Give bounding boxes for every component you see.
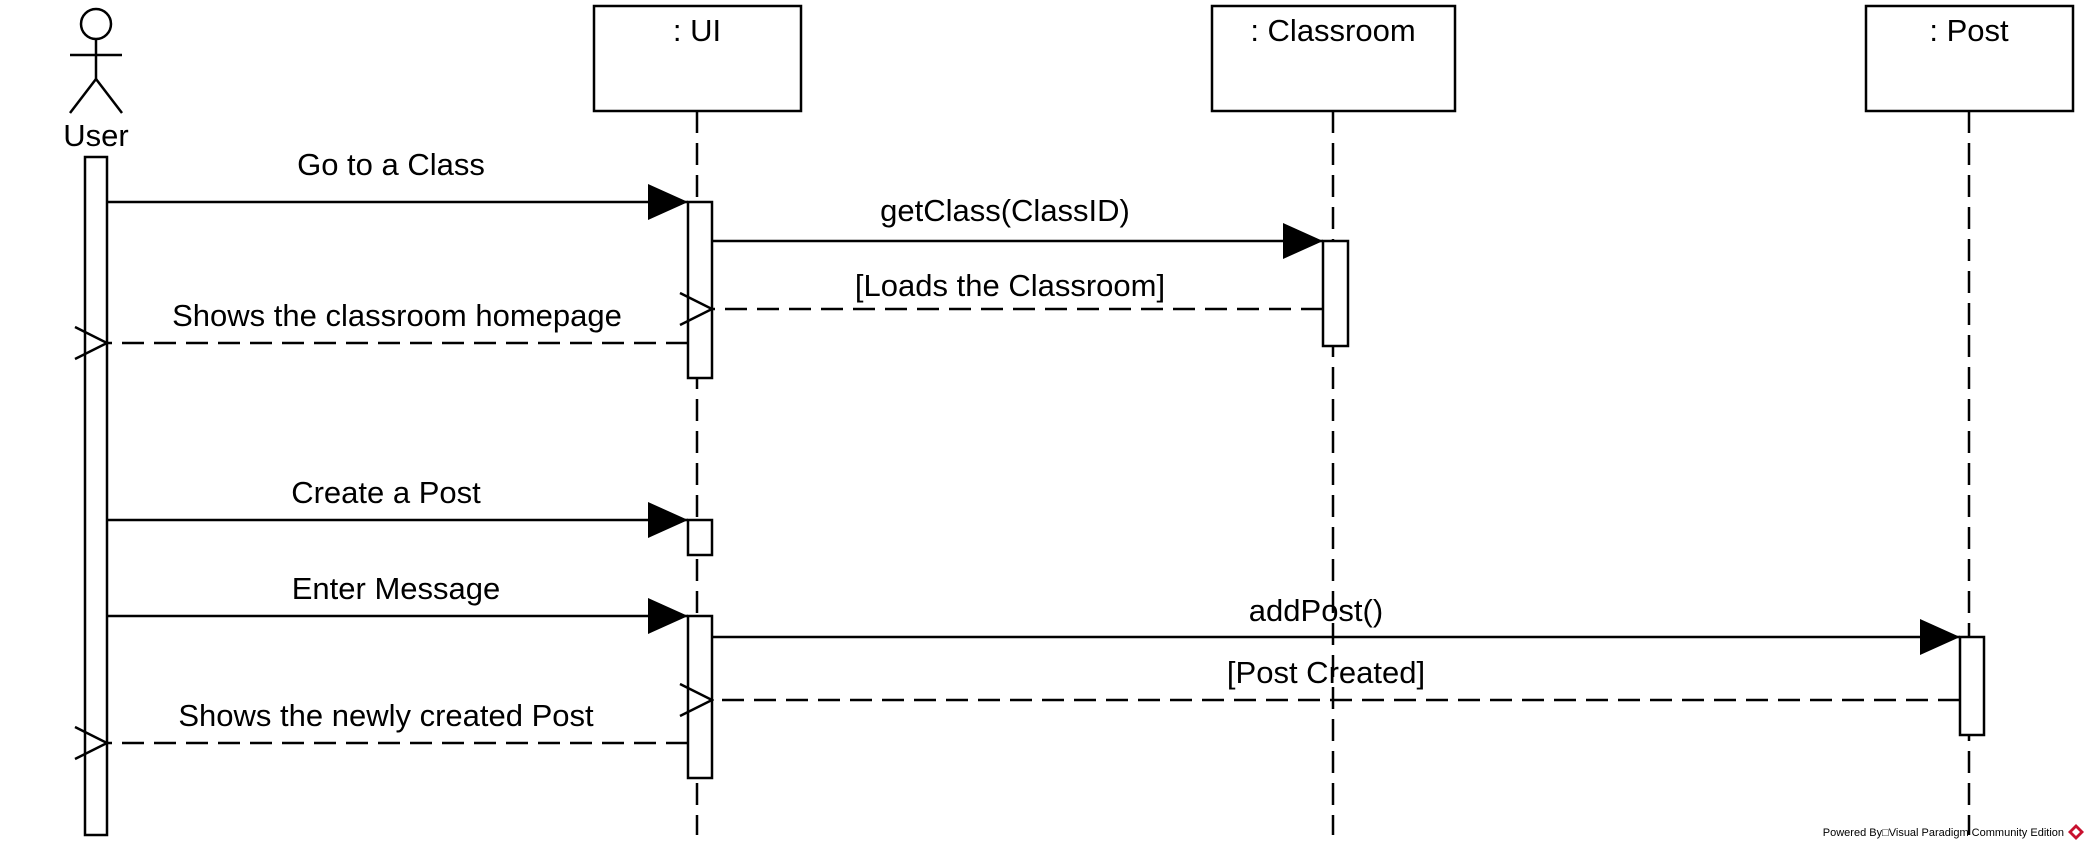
stick-figure-icon bbox=[69, 7, 123, 114]
participant-box bbox=[592, 4, 803, 113]
message-label: [Post Created] bbox=[1227, 655, 1425, 690]
participant-ui: : UI bbox=[592, 4, 803, 113]
participant-classroom: : Classroom bbox=[1210, 4, 1457, 113]
message-label: Go to a Class bbox=[297, 147, 485, 182]
activation-bar-user bbox=[83, 155, 109, 837]
participant-label: : UI bbox=[673, 13, 721, 48]
activation-bar-ui bbox=[686, 614, 714, 780]
participant-box bbox=[1864, 4, 2075, 113]
message-label: getClass(ClassID) bbox=[880, 193, 1130, 228]
visual-paradigm-logo-icon bbox=[2068, 824, 2084, 840]
actor-user: User bbox=[63, 7, 129, 153]
participant-post: : Post bbox=[1864, 4, 2075, 113]
message-post-created: [Post Created] bbox=[712, 655, 1960, 700]
message-label: Shows the newly created Post bbox=[178, 698, 594, 733]
message-label: Shows the classroom homepage bbox=[172, 298, 622, 333]
message-loads-classroom: [Loads the Classroom] bbox=[712, 268, 1323, 309]
message-label: Enter Message bbox=[292, 571, 501, 606]
participant-box bbox=[1210, 4, 1457, 113]
activation-bar-post bbox=[1958, 635, 1986, 737]
message-shows-new-post: Shows the newly created Post bbox=[107, 698, 688, 743]
footer-watermark: Powered By□Visual Paradigm Community Edi… bbox=[1823, 824, 2084, 840]
activation-bar-ui bbox=[686, 518, 714, 557]
participant-label: : Classroom bbox=[1250, 13, 1415, 48]
message-enter-message: Enter Message bbox=[107, 571, 688, 634]
message-go-to-class: Go to a Class bbox=[107, 147, 688, 220]
message-get-class: getClass(ClassID) bbox=[712, 193, 1323, 259]
footer-text: Powered By□Visual Paradigm Community Edi… bbox=[1823, 827, 2064, 839]
message-label: Create a Post bbox=[291, 475, 481, 510]
message-label: addPost() bbox=[1249, 593, 1383, 628]
message-add-post: addPost() bbox=[712, 593, 1960, 655]
activation-bar-ui bbox=[686, 200, 714, 380]
message-shows-homepage: Shows the classroom homepage bbox=[107, 298, 688, 343]
message-create-post: Create a Post bbox=[107, 475, 688, 538]
activation-bar-classroom bbox=[1321, 239, 1350, 348]
actor-label: User bbox=[63, 118, 128, 153]
message-label: [Loads the Classroom] bbox=[855, 268, 1165, 303]
participant-label: : Post bbox=[1929, 13, 2009, 48]
